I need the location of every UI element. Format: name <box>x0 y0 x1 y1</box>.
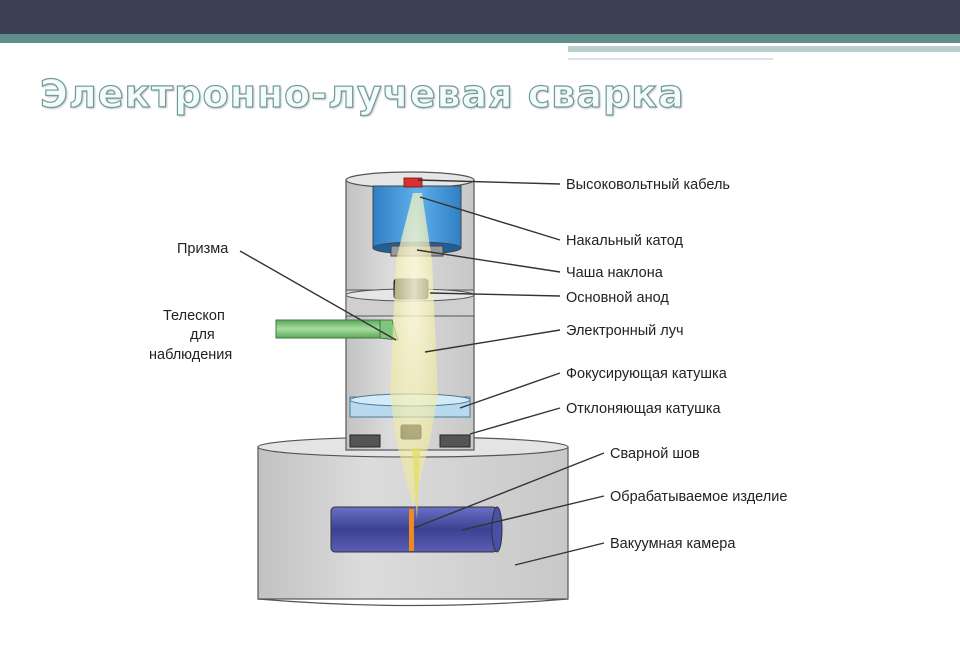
header-bar <box>0 0 960 34</box>
workpiece <box>330 506 503 553</box>
label-telescope-3: наблюдения <box>149 347 232 363</box>
header-stripe <box>0 34 960 43</box>
header-accent-stripe <box>568 46 960 52</box>
label-anode: Основной анод <box>566 290 669 306</box>
label-focus-coil: Фокусирующая катушка <box>566 366 728 382</box>
label-cathode: Накальный катод <box>566 233 683 249</box>
header-accent-line <box>568 58 773 60</box>
label-prism: Призма <box>177 241 229 257</box>
label-telescope-1: Телескоп <box>163 308 225 324</box>
label-chamber: Вакуумная камера <box>610 536 736 552</box>
leader-lines <box>239 179 605 566</box>
weld-seam <box>409 509 414 551</box>
label-deflect-coil: Отклоняющая катушка <box>566 401 721 417</box>
label-cup: Чаша наклона <box>566 265 664 281</box>
label-hv-cable: Высоковольтный кабель <box>566 177 730 193</box>
electron-beam <box>390 177 438 520</box>
slide-title: Электронно-лучевая сварка <box>39 71 685 116</box>
label-telescope-2: для <box>190 327 215 343</box>
label-beam: Электронный луч <box>566 323 684 339</box>
diagram-labels: Призма Телескоп для наблюдения Высоковол… <box>149 177 787 552</box>
label-weld: Сварной шов <box>610 446 700 462</box>
label-workpiece: Обрабатываемое изделие <box>610 489 787 505</box>
